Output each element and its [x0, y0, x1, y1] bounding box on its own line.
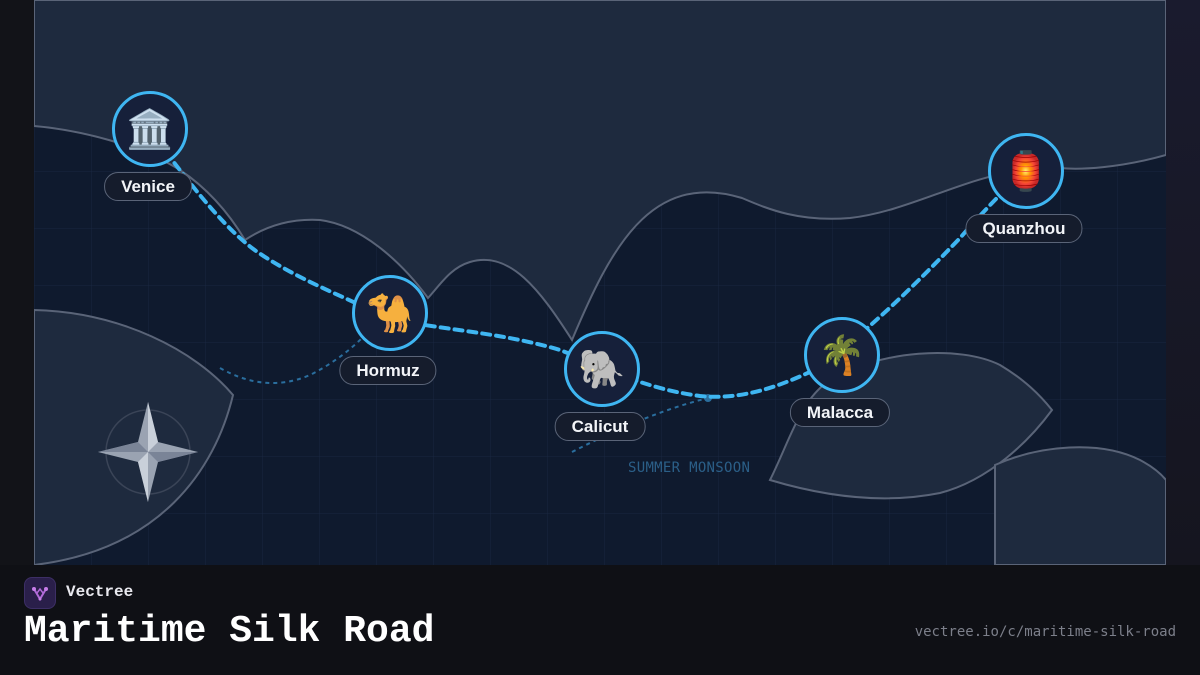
- monsoon-wind-west: [219, 337, 363, 385]
- map-area: [34, 0, 1166, 565]
- trade-route-line: [164, 150, 1026, 399]
- camel-icon: 🐪: [366, 291, 414, 335]
- monsoon-annotation: SUMMER MONSOON: [628, 460, 751, 476]
- venice-marker[interactable]: 🏛️: [112, 91, 188, 167]
- classical-building-icon: 🏛️: [126, 107, 174, 151]
- right-edge: [1166, 0, 1200, 565]
- malacca-marker[interactable]: 🌴: [804, 317, 880, 393]
- left-edge: [0, 0, 34, 565]
- map-canvas: [34, 0, 1166, 565]
- compass-rose-icon: [98, 402, 198, 502]
- calicut-marker[interactable]: 🐘: [564, 331, 640, 407]
- page-url[interactable]: vectree.io/c/maritime-silk-road: [914, 624, 1176, 640]
- africa-landmass: [34, 308, 235, 565]
- quanzhou-marker[interactable]: 🏮: [988, 133, 1064, 209]
- malacca-label: Malacca: [789, 398, 891, 427]
- brand-name[interactable]: Vectree: [66, 583, 134, 601]
- page-title: Maritime Silk Road: [24, 610, 435, 653]
- quanzhou-label: Quanzhou: [965, 214, 1083, 243]
- vectree-logo-icon[interactable]: [24, 577, 56, 609]
- hormuz-marker[interactable]: 🐪: [352, 275, 428, 351]
- palm-tree-icon: 🌴: [818, 333, 866, 377]
- logo-glyph: [32, 587, 48, 601]
- venice-label: Venice: [104, 172, 192, 201]
- footer-bar: [0, 565, 1200, 675]
- red-lantern-icon: 🏮: [1002, 149, 1050, 193]
- calicut-label: Calicut: [554, 412, 646, 441]
- hormuz-label: Hormuz: [339, 356, 437, 385]
- eurasia-landmass: [34, 0, 1166, 343]
- elephant-icon: 🐘: [578, 347, 626, 391]
- australia-landmass: [994, 446, 1166, 565]
